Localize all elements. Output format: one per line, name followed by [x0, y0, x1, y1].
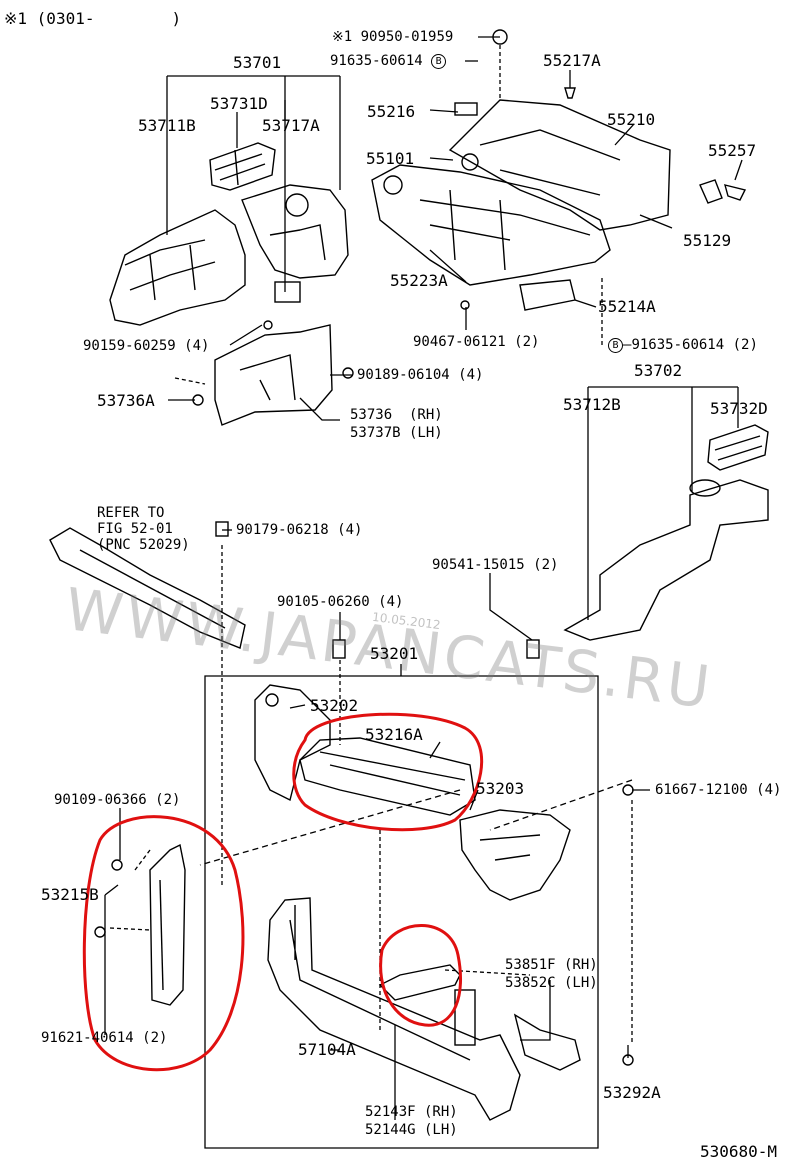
callout-53203: 53203 — [476, 779, 525, 798]
callout-53712B: 53712B — [563, 395, 621, 414]
refer-to-line2: FIG 52-01 — [97, 521, 173, 537]
callout-55217A: 55217A — [543, 51, 601, 70]
callout-53215B: 53215B — [41, 885, 99, 904]
callout-91635-60614-top: 91635-60614 B — [330, 53, 447, 69]
callout-57104A: 57104A — [298, 1040, 356, 1059]
callout-55129: 55129 — [683, 231, 732, 250]
callout-90467-06121: 90467-06121 (2) — [413, 334, 540, 350]
callout-53736-rh: 53736 (RH) — [350, 407, 443, 423]
callout-53201: 53201 — [370, 644, 419, 663]
callout-91621-40614: 91621-40614 (2) — [41, 1030, 168, 1046]
callout-55257: 55257 — [708, 141, 757, 160]
callout-90541-15015: 90541-15015 (2) — [432, 557, 559, 573]
callout-55223A: 55223A — [390, 271, 448, 290]
refer-to-line1: REFER TO — [97, 505, 165, 521]
callout-90109-06366: 90109-06366 (2) — [54, 792, 181, 808]
callout-91635-60614-right: B–91635-60614 (2) — [608, 337, 758, 353]
callout-53711B: 53711B — [138, 116, 196, 135]
callout-90105-06260: 90105-06260 (4) — [277, 594, 404, 610]
callout-90179-06218: 90179-06218 (4) — [236, 522, 363, 538]
callout-52143F-rh: 52143F (RH) — [365, 1104, 458, 1120]
callout-53736A: 53736A — [97, 391, 155, 410]
callout-53702: 53702 — [634, 361, 683, 380]
callout-90950-01959: ※1 90950-01959 — [332, 29, 454, 45]
callout-53717A: 53717A — [262, 116, 320, 135]
callout-90189-06104: 90189-06104 (4) — [357, 367, 484, 383]
header-note: ※1 (0301- ) — [4, 9, 182, 28]
refer-to-line3: (PNC 52029) — [97, 537, 190, 553]
callout-55210: 55210 — [607, 110, 656, 129]
part-shapes — [49, 29, 769, 1121]
callout-55101: 55101 — [366, 149, 415, 168]
callout-53851F-rh: 53851F (RH) — [505, 957, 598, 973]
b-mark-icon: B — [608, 337, 623, 353]
callout-53216A: 53216A — [365, 725, 423, 744]
callout-53292A: 53292A — [603, 1083, 661, 1102]
callout-53731D: 53731D — [210, 94, 268, 113]
callout-53701: 53701 — [233, 53, 282, 72]
callout-52144G-lh: 52144G (LH) — [365, 1122, 458, 1138]
callout-53737B-lh: 53737B (LH) — [350, 425, 443, 441]
callout-90159-60259: 90159-60259 (4) — [83, 338, 210, 354]
callout-53852C-lh: 53852C (LH) — [505, 975, 598, 991]
figure-number: 530680-M — [700, 1142, 778, 1161]
callout-53202: 53202 — [310, 696, 359, 715]
callout-55214A: 55214A — [598, 297, 656, 316]
callout-61667-12100: 61667-12100 (4) — [655, 782, 782, 798]
highlight-marks — [82, 712, 484, 1072]
callout-53732D: 53732D — [710, 399, 768, 418]
callout-55216: 55216 — [367, 102, 416, 121]
leader-lines — [104, 36, 743, 1149]
b-mark-icon: B — [431, 53, 447, 69]
